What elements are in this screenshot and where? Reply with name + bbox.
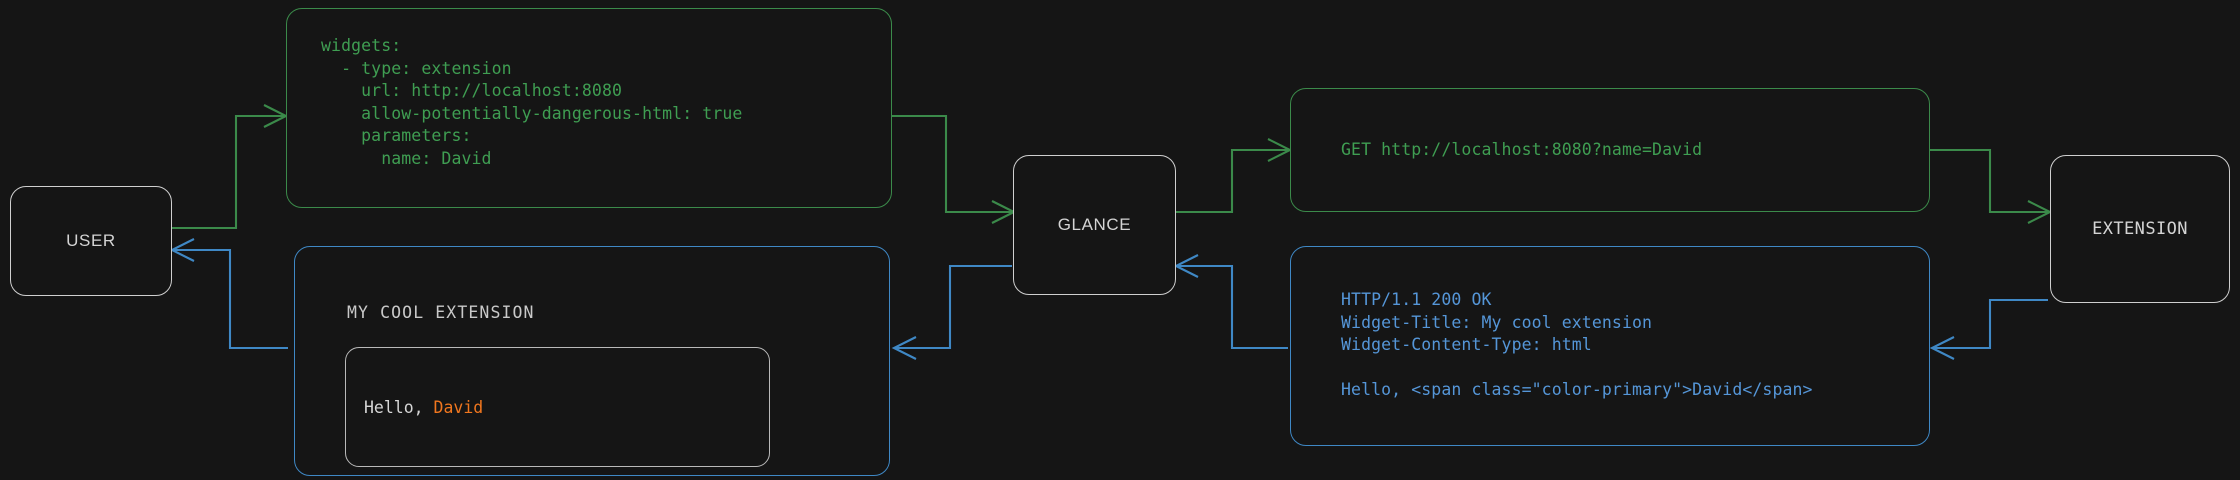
edge-glance-to-widget [891, 264, 1012, 360]
panel-rendered-widget: MY COOL EXTENSION Hello, David [294, 246, 890, 476]
edge-request-to-extension [1930, 148, 2053, 224]
greeting-name: David [433, 397, 484, 417]
rendered-widget-greeting: Hello, David [346, 398, 483, 417]
panel-http-request: GET http://localhost:8080?name=David [1290, 88, 1930, 212]
node-extension[interactable]: EXTENSION [2050, 155, 2230, 303]
rendered-widget-title: MY COOL EXTENSION [347, 303, 535, 322]
panel-http-response: HTTP/1.1 200 OK Widget-Title: My cool ex… [1290, 246, 1930, 446]
edge-widget-to-user [169, 238, 288, 350]
edge-glance-to-request [1176, 138, 1293, 214]
edge-response-to-glance [1173, 254, 1288, 350]
rendered-widget-body: Hello, David [345, 347, 770, 467]
node-user-label: USER [66, 231, 116, 250]
node-user[interactable]: USER [10, 186, 172, 296]
http-response-code: HTTP/1.1 200 OK Widget-Title: My cool ex… [1341, 290, 1813, 399]
edge-config-to-glance [892, 114, 1017, 224]
node-glance[interactable]: GLANCE [1013, 155, 1176, 295]
config-yaml-code: widgets: - type: extension url: http://l… [321, 36, 743, 168]
edge-extension-to-response [1929, 298, 2048, 360]
edge-user-to-config [172, 104, 289, 230]
node-extension-label: EXTENSION [2092, 219, 2188, 239]
panel-config-yaml: widgets: - type: extension url: http://l… [286, 8, 892, 208]
http-request-code: GET http://localhost:8080?name=David [1341, 140, 1703, 159]
greeting-prefix: Hello, [364, 397, 434, 417]
node-glance-label: GLANCE [1057, 215, 1132, 234]
